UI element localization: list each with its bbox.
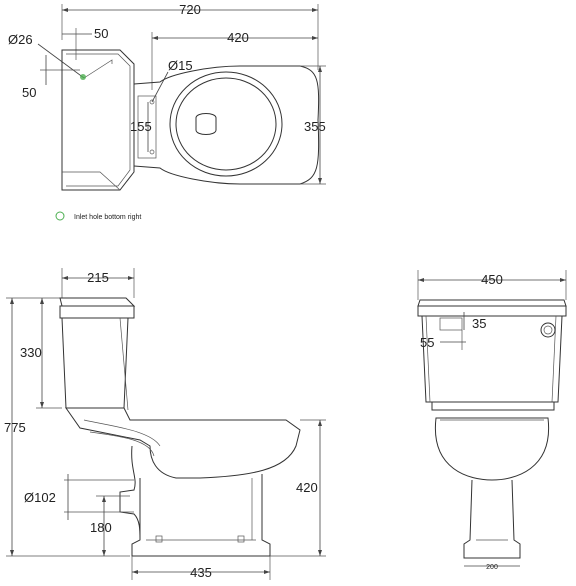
flush-button-icon (540, 322, 556, 338)
dim-pan-depth: 355 (304, 119, 326, 134)
legend-label: Inlet hole bottom right (74, 214, 141, 221)
dim-inlet-offset-x: 50 (94, 26, 108, 41)
dim-front-width: 450 (481, 272, 503, 287)
dim-inlet-diameter: Ø26 (8, 32, 33, 47)
dim-outlet-diameter: Ø102 (24, 490, 56, 505)
dim-inlet-offset-y: 50 (22, 85, 36, 100)
dim-overall-height: 775 (4, 420, 26, 435)
dim-fixing-hole-spacing: 155 (130, 119, 152, 134)
dim-outlet-height: 180 (90, 520, 112, 535)
inlet-hole-marker (80, 74, 86, 80)
dim-base-depth: 435 (190, 565, 212, 580)
dim-cistern-depth: 215 (87, 270, 109, 285)
dim-button-offset-x: 55 (420, 335, 434, 350)
top-view: 720 50 Ø26 50 420 Ø15 155 (8, 2, 326, 221)
dim-cistern-height: 330 (20, 345, 42, 360)
front-view: 450 35 55 200 (417, 270, 567, 571)
dim-front-base-width: 200 (486, 564, 498, 571)
dim-pan-width: 420 (227, 30, 249, 45)
dim-button-offset-y: 35 (472, 316, 486, 331)
dim-fixing-hole-diameter: Ø15 (168, 58, 193, 73)
dim-overall-width: 720 (179, 2, 201, 17)
dim-pan-height: 420 (296, 480, 318, 495)
side-view: 215 775 330 Ø102 (4, 268, 326, 580)
legend-marker-icon (55, 211, 65, 221)
